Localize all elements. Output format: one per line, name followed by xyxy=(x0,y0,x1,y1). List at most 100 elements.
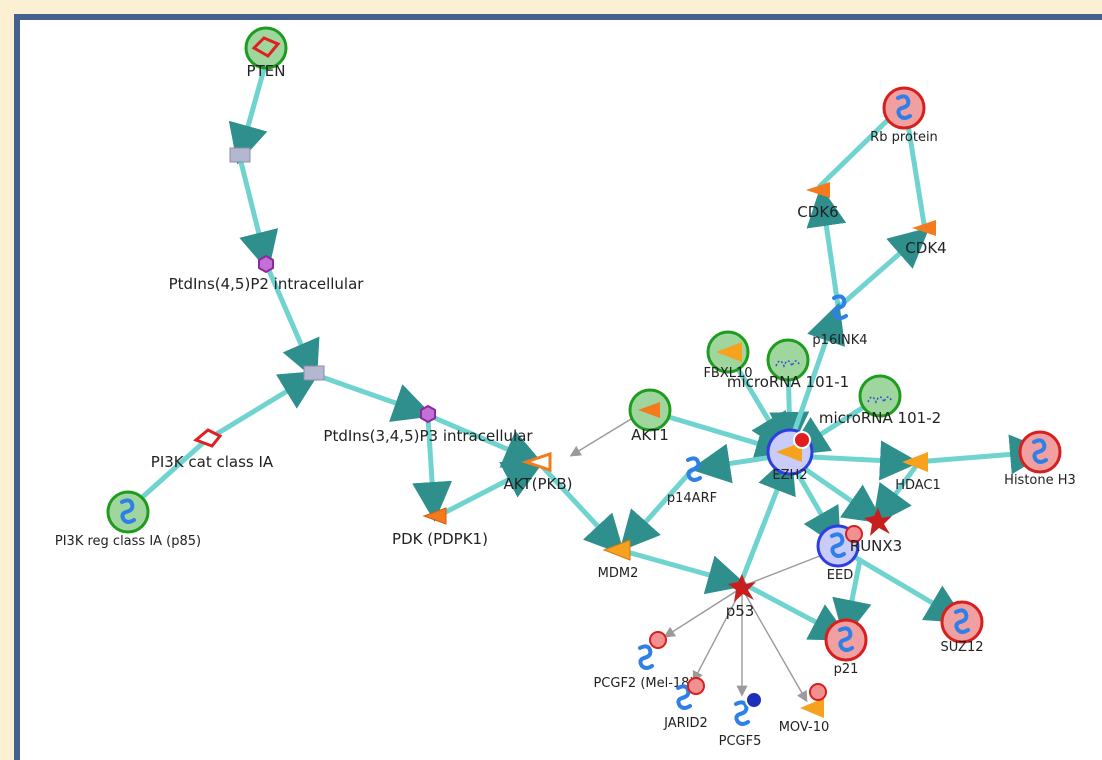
node-mdm2[interactable]: MDM2 xyxy=(598,539,639,581)
edge-pten-complex1[interactable] xyxy=(228,59,269,165)
node-label-p21: p21 xyxy=(834,662,859,677)
node-label-microrna-101-2: microRNA 101-2 xyxy=(819,409,941,427)
node-label-ptdins345p3: PtdIns(3,4,5)P3 intracellular xyxy=(323,427,533,445)
enzyme-icon xyxy=(902,452,928,472)
node-label-cdk4: CDK4 xyxy=(905,239,946,257)
rna-icon xyxy=(775,360,801,369)
edge-akt1-aktpkb[interactable] xyxy=(569,415,637,457)
node-ezh2[interactable]: EZH2 xyxy=(766,428,814,483)
node-hdac1[interactable]: HDAC1 xyxy=(895,452,941,493)
edge-eed-suz12[interactable] xyxy=(843,549,967,624)
node-label-hdac1: HDAC1 xyxy=(895,478,941,493)
status-dot-icon xyxy=(809,683,827,701)
node-runx3[interactable]: RUNX3 xyxy=(850,508,902,555)
node-akt-pkb[interactable]: AKT(PKB) xyxy=(504,451,573,493)
protein-icon xyxy=(832,294,848,320)
node-akt1[interactable]: AKT1 xyxy=(628,388,672,444)
phosphatase-icon xyxy=(251,36,281,58)
edge-complex2-p3[interactable] xyxy=(313,372,434,422)
node-label-mdm2: MDM2 xyxy=(598,566,639,581)
node-ptdins345p3[interactable]: PtdIns(3,4,5)P3 intracellular xyxy=(323,404,533,445)
node-jarid2[interactable]: JARID2 xyxy=(663,677,708,731)
node-microrna-101-1[interactable]: microRNA 101-1 xyxy=(727,338,849,391)
edge-p53-ezh2[interactable] xyxy=(739,452,796,583)
edge-hdac1-runx3[interactable] xyxy=(872,463,919,527)
kinase-icon xyxy=(638,402,660,418)
node-label-rb-protein: Rb protein xyxy=(870,130,938,145)
node-histone-h3[interactable]: Histone H3 xyxy=(1004,430,1076,488)
node-p53[interactable]: p53 xyxy=(726,574,756,620)
kinase-icon xyxy=(912,220,936,236)
edge-p53-jarid2[interactable] xyxy=(692,591,741,683)
edge-p3-aktpkb[interactable] xyxy=(427,413,545,468)
edge-pi3kcat-complex2[interactable] xyxy=(207,370,321,441)
node-pten[interactable]: PTEN xyxy=(244,26,288,80)
node-label-p14arf: p14ARF xyxy=(667,491,717,506)
edge-p2-complex2[interactable] xyxy=(265,265,320,382)
edge-ezh2-runx3[interactable] xyxy=(789,457,885,524)
rna-icon xyxy=(867,396,893,405)
small-molecule-icon xyxy=(258,254,274,274)
ligase-icon xyxy=(602,539,631,561)
edge-p53-p21[interactable] xyxy=(741,581,851,641)
node-label-histone-h3: Histone H3 xyxy=(1004,473,1076,488)
edge-p16-cdk4[interactable] xyxy=(837,227,930,309)
node-pdk[interactable]: PDK (PDPK1) xyxy=(392,507,488,548)
node-eed[interactable]: EED xyxy=(816,524,863,583)
node-p16ink4[interactable]: p16INK4 xyxy=(812,294,868,348)
status-dot-icon xyxy=(845,525,863,543)
node-cdk4[interactable]: CDK4 xyxy=(905,220,947,257)
node-mov10[interactable]: MOV-10 xyxy=(779,683,830,735)
edge-complex1-p2[interactable] xyxy=(237,155,279,272)
edge-p53-pcgf2[interactable] xyxy=(663,589,739,638)
node-ptdins45p2[interactable]: PtdIns(4,5)P2 intracellular xyxy=(169,254,365,293)
node-label-ptdins45p2: PtdIns(4,5)P2 intracellular xyxy=(169,275,365,293)
reaction-node-1[interactable] xyxy=(229,147,251,163)
edge-p3-pdk[interactable] xyxy=(412,415,453,522)
protein-icon xyxy=(838,626,854,652)
edge-aktpkb-mdm2[interactable] xyxy=(537,461,625,556)
protein-icon xyxy=(676,684,692,710)
transcription-factor-icon xyxy=(728,574,756,602)
transcription-factor-icon xyxy=(864,508,892,536)
node-rb-protein[interactable]: Rb protein xyxy=(870,86,938,145)
edge-rb-cdk4[interactable] xyxy=(903,109,927,227)
protein-icon xyxy=(1032,438,1048,464)
node-label-runx3: RUNX3 xyxy=(850,537,902,555)
protein-icon xyxy=(734,700,750,726)
reaction-node-2[interactable] xyxy=(303,365,325,381)
small-molecule-icon xyxy=(420,404,436,424)
node-p21[interactable]: p21 xyxy=(824,618,868,677)
node-pi3k-reg[interactable]: PI3K reg class IA (p85) xyxy=(55,490,201,549)
edge-rb-cdk6[interactable] xyxy=(817,109,899,189)
protein-icon xyxy=(686,456,702,482)
edge-mdm2-p53[interactable] xyxy=(617,547,748,595)
node-label-ezh2: EZH2 xyxy=(772,468,807,483)
edge-ezh2-p16[interactable] xyxy=(787,302,846,447)
edge-p14arf-mdm2[interactable] xyxy=(619,467,695,552)
network-canvas[interactable] xyxy=(14,14,1102,760)
node-label-pcgf5: PCGF5 xyxy=(719,734,762,749)
node-label-fbxl10: FBXL10 xyxy=(703,366,752,381)
node-p14arf[interactable]: p14ARF xyxy=(667,456,717,506)
edge-p53-eed[interactable] xyxy=(747,549,833,585)
protein-icon xyxy=(120,498,136,524)
protein-icon xyxy=(896,94,912,120)
node-pi3k-cat[interactable]: PI3K cat class IA xyxy=(151,428,274,471)
edge-p16-cdk6[interactable] xyxy=(806,186,847,309)
node-label-akt1: AKT1 xyxy=(631,426,669,444)
node-suz12[interactable]: SUZ12 xyxy=(940,600,984,655)
protein-icon xyxy=(830,532,846,558)
node-label-cdk6: CDK6 xyxy=(797,203,838,221)
node-pcgf5[interactable]: PCGF5 xyxy=(719,691,763,749)
node-microrna-101-2[interactable]: microRNA 101-2 xyxy=(819,374,941,427)
node-fbxl10[interactable]: FBXL10 xyxy=(703,330,753,381)
node-cdk6[interactable]: CDK6 xyxy=(797,182,839,221)
edge-pdk-aktpkb[interactable] xyxy=(437,461,544,518)
status-dot-icon xyxy=(687,677,705,695)
status-dot-icon xyxy=(793,431,811,449)
edge-p53-mov10[interactable] xyxy=(743,591,808,703)
node-label-akt-pkb: AKT(PKB) xyxy=(504,475,573,493)
node-pcgf2[interactable]: PCGF2 (Mel-18) xyxy=(593,631,695,691)
